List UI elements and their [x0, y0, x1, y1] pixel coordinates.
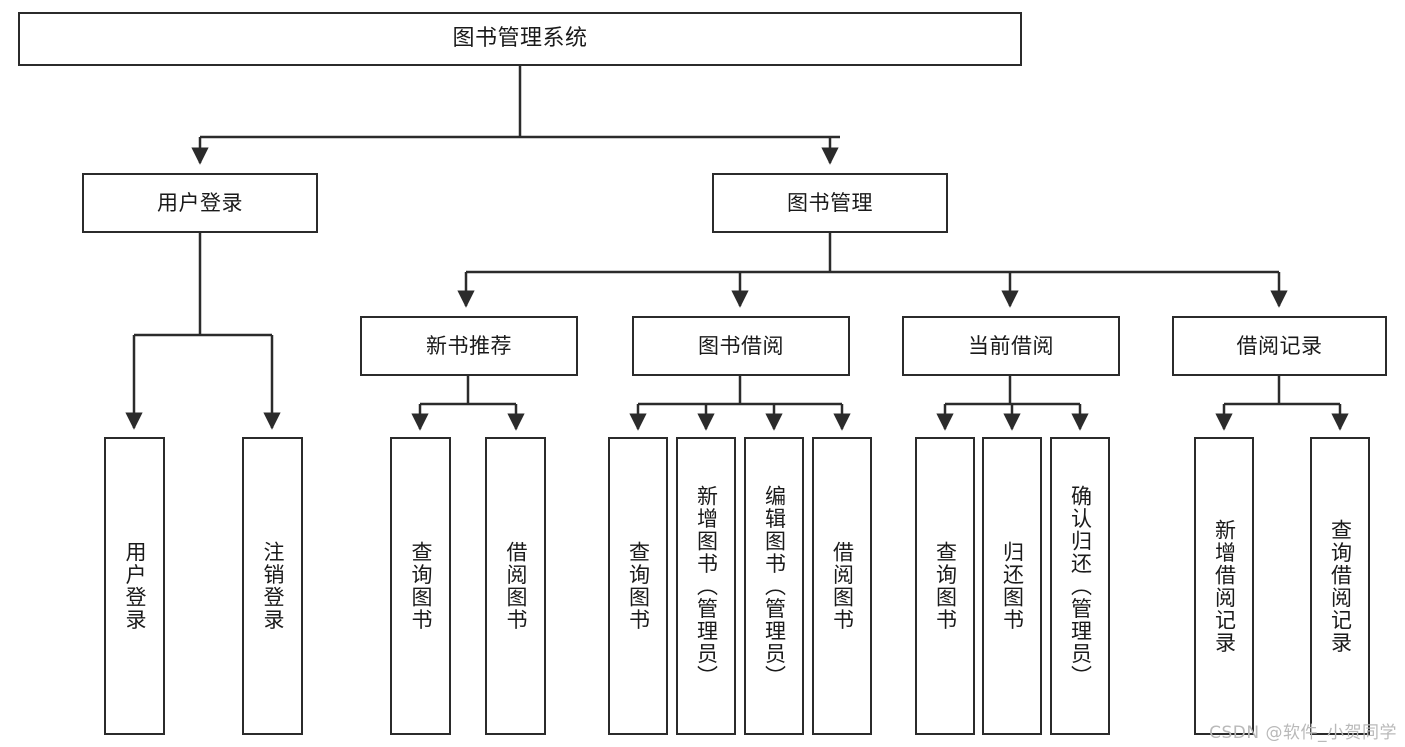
node-leaf-logout-login[interactable]: 注销登录 [242, 437, 303, 735]
node-label: 查询图书 [409, 541, 433, 631]
node-label: 借阅图书 [830, 541, 855, 631]
node-leaf-user-login[interactable]: 用户登录 [104, 437, 165, 735]
node-leaf-borrow-book-1[interactable]: 借阅图书 [485, 437, 546, 735]
node-user-login[interactable]: 用户登录 [82, 173, 318, 233]
node-leaf-query-book-2[interactable]: 查询图书 [608, 437, 668, 735]
node-root-system[interactable]: 图书管理系统 [18, 12, 1022, 66]
node-leaf-query-book-1[interactable]: 查询图书 [390, 437, 451, 735]
node-label: 新增图书（管理员） [694, 484, 719, 688]
node-leaf-add-record[interactable]: 新增借阅记录 [1194, 437, 1254, 735]
node-leaf-edit-book[interactable]: 编辑图书（管理员） [744, 437, 804, 735]
node-label: 用户登录 [123, 541, 147, 631]
node-label: 查询图书 [626, 541, 651, 631]
node-label: 图书管理系统 [452, 26, 588, 52]
node-label: 归还图书 [1000, 541, 1025, 631]
node-label: 用户登录 [157, 190, 243, 215]
node-label: 图书借阅 [698, 333, 784, 358]
node-leaf-borrow-book-2[interactable]: 借阅图书 [812, 437, 872, 735]
node-leaf-confirm-return[interactable]: 确认归还（管理员） [1050, 437, 1110, 735]
node-label: 图书管理 [787, 190, 873, 215]
node-label: 注销登录 [261, 541, 285, 631]
node-label: 编辑图书（管理员） [762, 484, 787, 688]
node-book-borrow[interactable]: 图书借阅 [632, 316, 850, 376]
node-new-book-rec[interactable]: 新书推荐 [360, 316, 578, 376]
node-label: 查询借阅记录 [1328, 518, 1353, 654]
node-leaf-return-book[interactable]: 归还图书 [982, 437, 1042, 735]
node-leaf-add-book[interactable]: 新增图书（管理员） [676, 437, 736, 735]
node-label: 确认归还（管理员） [1068, 484, 1093, 688]
node-label: 当前借阅 [968, 333, 1054, 358]
node-book-manage[interactable]: 图书管理 [712, 173, 948, 233]
node-label: 查询图书 [933, 541, 958, 631]
node-borrow-record[interactable]: 借阅记录 [1172, 316, 1387, 376]
node-label: 借阅图书 [504, 541, 528, 631]
node-leaf-query-record[interactable]: 查询借阅记录 [1310, 437, 1370, 735]
node-leaf-query-book-3[interactable]: 查询图书 [915, 437, 975, 735]
node-label: 新增借阅记录 [1212, 518, 1237, 654]
node-label: 新书推荐 [426, 333, 512, 358]
watermark-text: CSDN @软件_小贺同学 [1209, 723, 1397, 743]
node-label: 借阅记录 [1236, 333, 1323, 358]
node-current-borrow[interactable]: 当前借阅 [902, 316, 1120, 376]
